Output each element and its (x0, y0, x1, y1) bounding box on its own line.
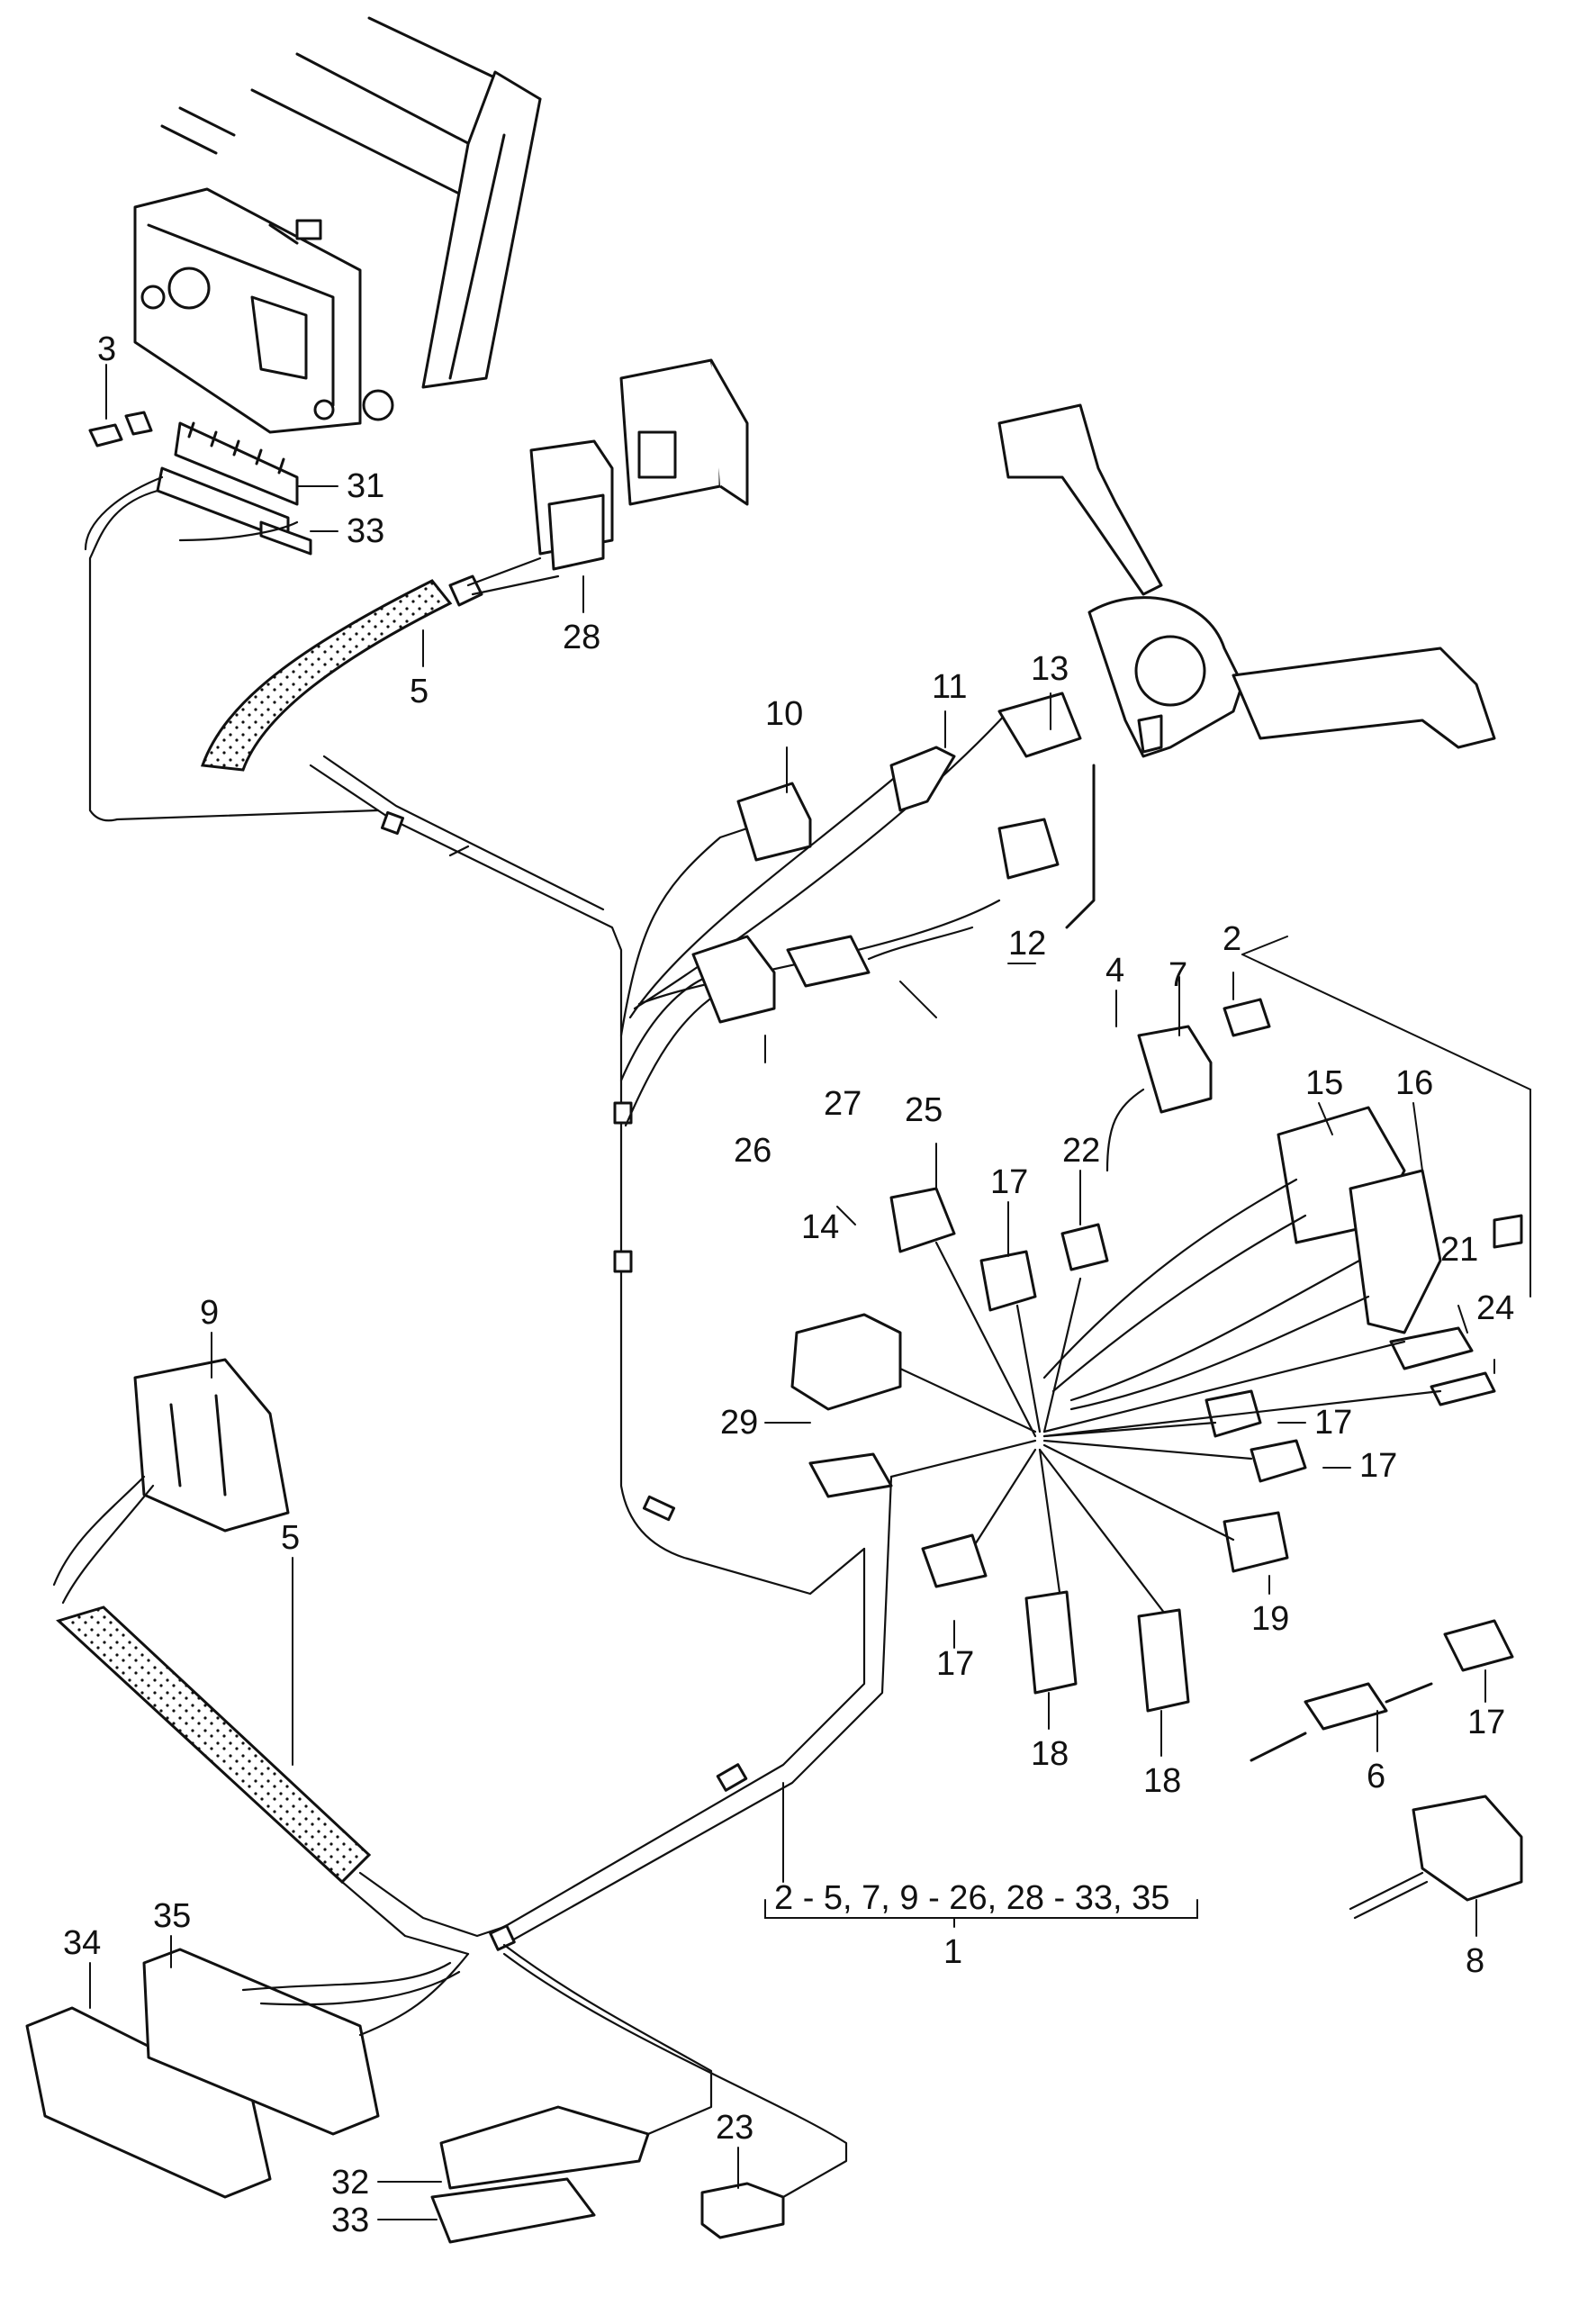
callout-17a: 17 (990, 1163, 1028, 1201)
callout-33: 33 (347, 512, 384, 550)
callout-33b: 33 (331, 2202, 369, 2239)
callout-6: 6 (1367, 1758, 1385, 1795)
callout-7: 7 (1168, 956, 1187, 994)
connector-31-33 (156, 421, 312, 556)
callout-26: 26 (734, 1132, 771, 1170)
left-lower-harness (52, 1358, 893, 1956)
callout-18b: 18 (1143, 1762, 1181, 1800)
callout-17e: 17 (1467, 1704, 1505, 1741)
lower-right-parts (1250, 1619, 1523, 1920)
callout-35: 35 (153, 1897, 191, 1935)
callout-12: 12 (1008, 925, 1046, 963)
callout-15: 15 (1305, 1064, 1343, 1102)
callout-10: 10 (765, 695, 803, 733)
callout-range: 2 - 5, 7, 9 - 26, 28 - 33, 35 (774, 1879, 1169, 1917)
callout-9: 9 (200, 1294, 219, 1332)
callout-13: 13 (1031, 650, 1069, 688)
callout-31: 31 (347, 467, 384, 505)
callout-29: 29 (720, 1404, 758, 1442)
callouts: 3 31 33 28 5 10 11 13 12 4 7 2 15 16 27 … (63, 330, 1514, 2239)
callout-16: 16 (1395, 1064, 1433, 1102)
callout-18a: 18 (1031, 1735, 1069, 1773)
callout-28: 28 (563, 619, 600, 656)
callout-11: 11 (932, 668, 967, 706)
callout-1: 1 (943, 1933, 962, 1971)
instrument-cluster (133, 16, 542, 434)
lower-hub (808, 1241, 1442, 1713)
callout-34: 34 (63, 1924, 101, 1962)
callout-24: 24 (1476, 1289, 1514, 1327)
callout-5: 5 (410, 673, 429, 710)
mid-left-branch (619, 926, 974, 1127)
callout-17c: 17 (1359, 1447, 1397, 1485)
callout-3: 3 (97, 330, 116, 368)
callout-17d: 17 (936, 1645, 974, 1683)
callout-5b: 5 (281, 1519, 300, 1557)
callout-27: 27 (824, 1085, 862, 1123)
switch-assembly (529, 358, 749, 571)
callout-32: 32 (331, 2164, 369, 2202)
callout-14: 14 (801, 1208, 839, 1246)
callout-17b: 17 (1314, 1404, 1352, 1442)
callout-2: 2 (1223, 920, 1241, 958)
right-bundle (790, 998, 1523, 1573)
leader-lines (89, 364, 1531, 2220)
part-3-clip (88, 411, 153, 448)
bottom-left-connectors (25, 1943, 848, 2244)
callout-19: 19 (1251, 1600, 1289, 1638)
steering-column-switch (997, 403, 1496, 758)
callout-21: 21 (1440, 1231, 1478, 1269)
main-harness (84, 475, 866, 1596)
callout-25: 25 (905, 1091, 943, 1129)
callout-23: 23 (716, 2109, 753, 2147)
upper-branch (619, 692, 1096, 1037)
callout-8: 8 (1466, 1942, 1484, 1980)
callout-22: 22 (1062, 1132, 1100, 1170)
callout-4: 4 (1105, 952, 1124, 990)
